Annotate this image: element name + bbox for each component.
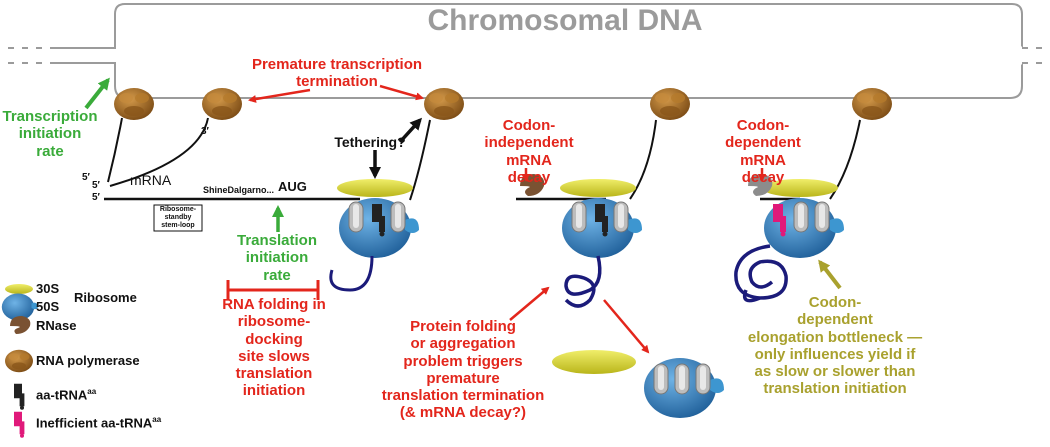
label-premature-termination: Premature transcription termination [251,56,423,91]
label-mrna: mRNA [130,172,172,188]
label-three-prime: 3′ [201,126,209,137]
mrna-strand [109,117,209,187]
misfolded-protein [564,255,602,308]
mrna-strand [409,119,431,201]
label-transcription-initiation: Transcription initiation rate [2,108,98,160]
label-rna-folding: RNA folding in ribosome-docking site slo… [222,296,326,400]
aggregated-protein [734,244,788,303]
rna-polymerase [202,88,242,120]
arrow-premature-left [248,88,311,103]
trna-icon [814,201,830,233]
nascent-protein [329,255,374,292]
label-five-prime: 5′ [82,172,90,183]
ribosome-30s [762,179,838,197]
mrna-strand [107,117,123,183]
legend-trna-label: aa-tRNAaa [36,387,97,403]
inefficient-trna-icon [773,204,786,237]
dna-strand-top [0,3,1050,49]
mrna-strand [829,119,861,200]
label-protein-folding: Protein folding or aggregation problem t… [381,318,545,422]
label-aug: AUG [278,179,307,194]
inhibition-bar [226,280,320,300]
ribosome-30s [552,350,636,374]
legend-inefficient-trna-label: Inefficient aa-tRNAaa [36,415,162,431]
arrow-protein-folding [509,286,550,321]
dna-strand-bottom [0,62,1050,99]
ribosome-30s [337,179,413,197]
label-translation-initiation: Translation initiation rate [236,232,318,284]
mrna-strand [629,119,657,200]
trna-icon [793,201,809,233]
trna-icon [390,201,406,233]
legend-30s-icon [5,284,33,294]
rna-polymerase [650,88,690,120]
arrow-tethering [398,117,423,144]
legend-inefficient-trna-icon [14,411,25,438]
rnase-icon [748,174,773,196]
ribosome-30s [560,179,636,197]
trna-icon [613,201,629,233]
label-standby-stem-loop: Ribosome- standby stem-loop [159,206,197,230]
label-five-prime: 5′ [92,192,100,203]
trna-icon [571,201,587,233]
arrow-to-dissociation [603,299,650,354]
legend-polymerase-icon [5,349,33,373]
legend-polymerase-label: RNA polymerase [36,353,140,368]
arrow-transcription-initiation [84,77,110,110]
legend-rnase-label: RNase [36,318,77,333]
legend-ribosome-label: Ribosome [74,290,137,305]
label-codon-dependent: Codon- dependent mRNA decay [725,117,801,186]
rna-polymerase [424,88,464,120]
trna-icon [674,363,690,395]
label-five-prime: 5′ [92,180,100,191]
label-elongation-bottleneck: Codon- dependent elongation bottleneck —… [747,294,923,398]
label-tethering: Tethering? [334,134,406,150]
arrow-premature-right [379,84,424,101]
label-shine-dalgarno: ShineDalgarno... [203,185,275,195]
dna-dashed-ends [0,46,1050,65]
diagram-title: Chromosomal DNA [427,4,703,37]
trna-icon [653,363,669,395]
legend-rnase-icon [10,316,31,334]
legend-trna-icon [14,383,25,410]
trna-icon [695,363,711,395]
arrow-elongation-bottleneck [818,259,842,290]
rna-polymerase [114,88,154,120]
legend-50s-label: 50S [36,299,60,314]
label-codon-independent: Codon- independent mRNA decay [484,117,574,186]
legend-30s-label: 30S [36,281,60,296]
standby-box [153,204,203,232]
trna-icon [348,201,364,233]
rna-polymerase [852,88,892,120]
